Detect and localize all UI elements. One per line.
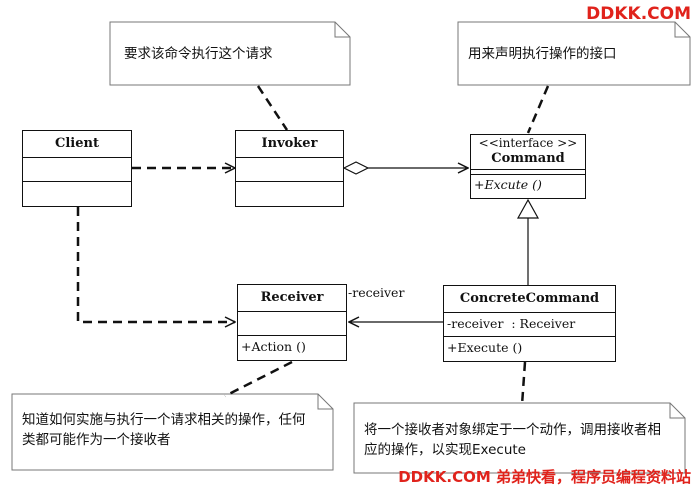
note-fold-invoker — [334, 22, 350, 38]
class-invoker-name: Invoker — [261, 136, 318, 151]
note-command-text: 用来声明执行操作的接口 — [468, 46, 617, 62]
class-client-operations — [23, 181, 131, 205]
class-invoker-operations — [236, 181, 343, 205]
class-receiver-method: +Action () — [238, 335, 346, 359]
note-fold-command — [674, 22, 690, 38]
note-shape-command — [457, 21, 691, 86]
anchor-concrete-note — [520, 361, 527, 406]
note-shape-receiver — [11, 393, 334, 471]
note-shape-invoker — [109, 21, 351, 86]
class-client-name: Client — [55, 136, 99, 151]
class-concrete-name: ConcreteCommand — [459, 291, 600, 306]
class-concrete-method: +Execute () — [444, 336, 615, 360]
class-command: <<interface >> Command +Excute () — [470, 134, 586, 199]
class-command-method: +Excute () — [471, 174, 585, 196]
note-receiver-text: 知道如何实施与执行一个请求相关的操作，任何类都可能作为一个接收者 — [22, 412, 306, 448]
realization-triangle — [516, 198, 540, 219]
watermark-top: DDKK.COM — [586, 4, 691, 24]
class-receiver: Receiver +Action () — [237, 284, 347, 361]
class-receiver-attributes — [238, 311, 346, 335]
class-receiver-name: Receiver — [260, 290, 324, 305]
note-concrete-text: 将一个接收者对象绑定于一个动作，调用接收者相应的操作，以实现Execute — [364, 422, 661, 458]
class-concrete-field: -receiver : Receiver — [444, 312, 615, 336]
dependency-client-receiver — [76, 207, 235, 322]
watermark-bottom: DDKK.COM 弟弟快看，程序员编程资料站 — [398, 468, 691, 486]
class-invoker-attributes — [236, 157, 343, 181]
class-invoker: Invoker — [235, 130, 344, 207]
anchor-invoker-note — [256, 85, 289, 131]
class-concrete-command: ConcreteCommand -receiver : Receiver +Ex… — [443, 285, 616, 362]
note-invoker-text: 要求该命令执行这个请求 — [124, 46, 273, 62]
anchor-receiver-note — [224, 360, 293, 398]
class-client: Client — [22, 130, 132, 207]
aggregation-diamond — [342, 161, 370, 175]
class-command-attributes — [471, 169, 585, 174]
note-shape-concrete — [353, 402, 686, 474]
class-command-name: Command — [491, 151, 565, 166]
note-fold-receiver — [317, 394, 333, 410]
note-fold-concrete — [669, 403, 685, 419]
class-command-stereotype: <<interface >> — [478, 136, 578, 150]
class-client-attributes — [23, 157, 131, 181]
anchor-command-note — [526, 85, 550, 134]
association-label: -receiver — [348, 285, 405, 300]
